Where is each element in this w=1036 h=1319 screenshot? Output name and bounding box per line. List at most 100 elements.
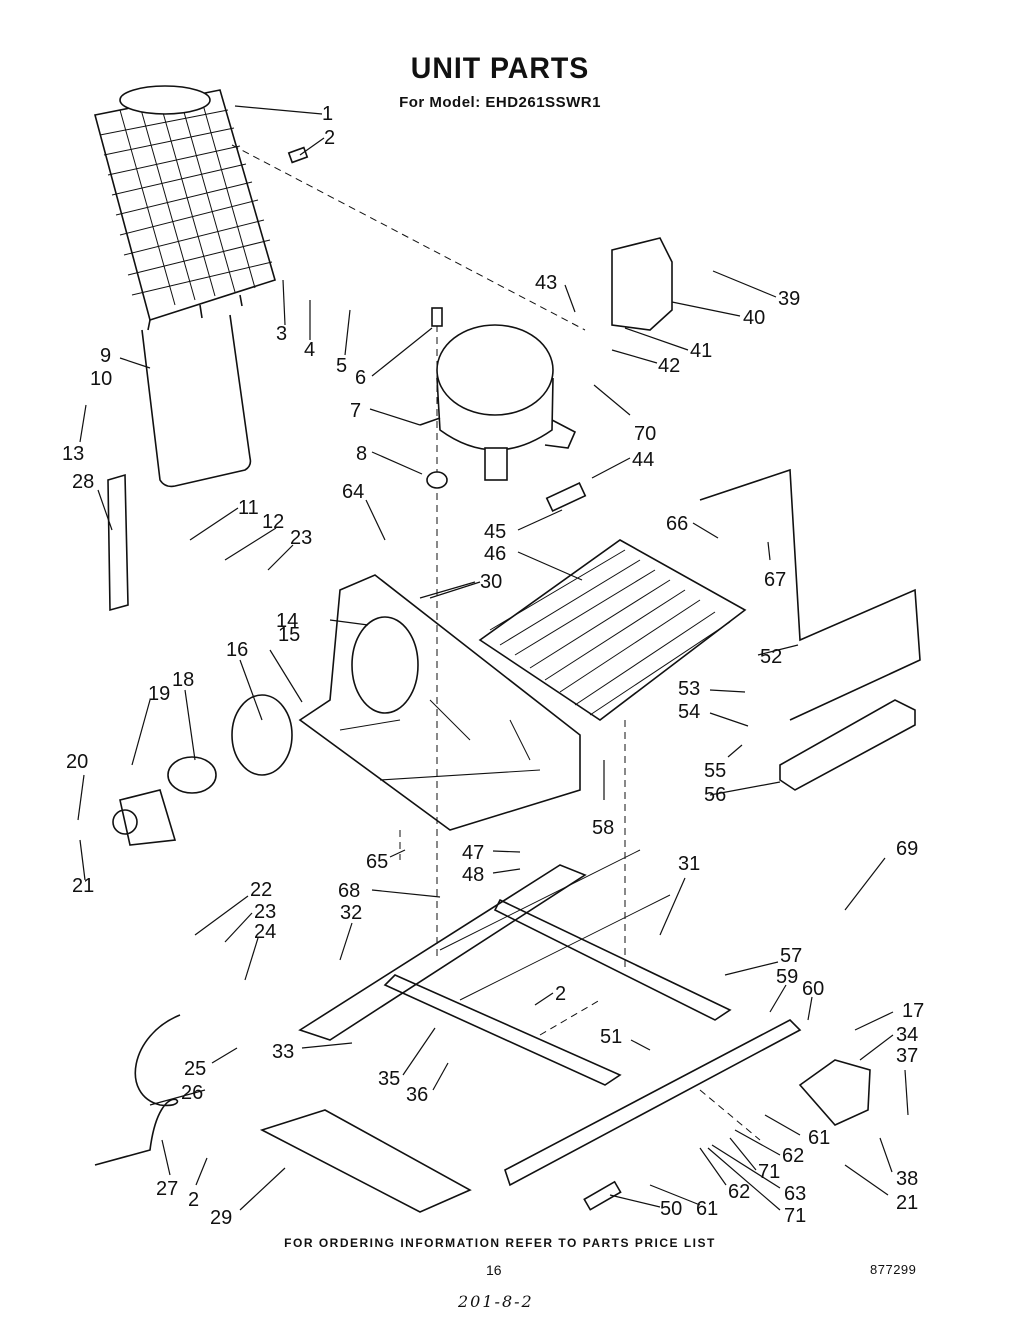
callout-30: 30 xyxy=(480,571,502,593)
callout-48: 48 xyxy=(462,864,484,886)
callout-5: 5 xyxy=(336,355,347,377)
callout-21: 21 xyxy=(896,1192,918,1214)
callout-36: 36 xyxy=(406,1084,428,1106)
drain-trough-drawing xyxy=(779,699,916,791)
callout-26: 26 xyxy=(181,1082,203,1104)
callout-17: 17 xyxy=(902,1000,924,1022)
compressor-drawing xyxy=(419,324,577,481)
bracket-drawing xyxy=(107,473,129,612)
callout-55: 55 xyxy=(704,760,726,782)
water-valve-drawing xyxy=(798,1059,871,1126)
callout-34: 34 xyxy=(896,1024,918,1046)
callout-47: 47 xyxy=(462,842,484,864)
callout-63: 63 xyxy=(784,1183,806,1205)
callout-71: 71 xyxy=(784,1205,806,1227)
callout-57: 57 xyxy=(780,945,802,967)
callout-35: 35 xyxy=(378,1068,400,1090)
callout-leader-lines xyxy=(77,105,909,1211)
callout-20: 20 xyxy=(66,751,88,773)
callout-43: 43 xyxy=(535,272,557,294)
tube-drawing xyxy=(699,468,921,721)
handwritten-note: 201-8-2 xyxy=(458,1292,534,1311)
callout-66: 66 xyxy=(666,513,688,535)
callout-67: 67 xyxy=(764,569,786,591)
callout-2: 2 xyxy=(555,983,566,1005)
callout-52: 52 xyxy=(760,646,782,668)
callout-60: 60 xyxy=(802,978,824,1000)
callout-71: 71 xyxy=(758,1161,780,1183)
callout-13: 13 xyxy=(62,443,84,465)
callout-16: 16 xyxy=(226,639,248,661)
callout-32: 32 xyxy=(340,902,362,924)
base-frame-drawing xyxy=(298,849,802,1187)
callout-28: 28 xyxy=(72,471,94,493)
callout-3: 3 xyxy=(276,323,287,345)
callout-61: 61 xyxy=(808,1127,830,1149)
model-subtitle: For Model: EHD261SSWR1 xyxy=(399,94,601,111)
callout-61: 61 xyxy=(696,1198,718,1220)
callout-9: 9 xyxy=(100,345,111,367)
power-cord-drawing xyxy=(94,1014,181,1166)
callout-44: 44 xyxy=(632,449,654,471)
document-number: 877299 xyxy=(870,1262,917,1277)
callout-56: 56 xyxy=(704,784,726,806)
callout-27: 27 xyxy=(156,1178,178,1200)
callout-1: 1 xyxy=(322,103,333,125)
callout-22: 22 xyxy=(250,879,272,901)
callout-69: 69 xyxy=(896,838,918,860)
condenser-coil-drawing xyxy=(94,85,276,331)
callout-21: 21 xyxy=(72,875,94,897)
callout-68: 68 xyxy=(338,880,360,902)
callout-29: 29 xyxy=(210,1207,232,1229)
fan-shroud-drawing xyxy=(298,574,581,831)
drain-pan-drawing xyxy=(259,1109,472,1213)
callout-39: 39 xyxy=(778,288,800,310)
callout-70: 70 xyxy=(634,423,656,445)
callout-14: 14 xyxy=(276,610,298,632)
callout-23: 23 xyxy=(254,901,276,923)
callout-42: 42 xyxy=(658,355,680,377)
callout-4: 4 xyxy=(304,339,315,361)
callout-23: 23 xyxy=(290,527,312,549)
callout-24: 24 xyxy=(254,921,276,943)
callout-54: 54 xyxy=(678,701,700,723)
callout-64: 64 xyxy=(342,481,364,503)
callout-45: 45 xyxy=(484,521,506,543)
callout-8: 8 xyxy=(356,443,367,465)
ordering-footer: FOR ORDERING INFORMATION REFER TO PARTS … xyxy=(284,1236,716,1250)
callout-2: 2 xyxy=(188,1189,199,1211)
callout-11: 11 xyxy=(238,497,259,519)
fan-motor-drawing xyxy=(112,694,293,846)
callout-40: 40 xyxy=(743,307,765,329)
evaporator-coil-drawing xyxy=(478,539,747,721)
callout-62: 62 xyxy=(782,1145,804,1167)
callout-65: 65 xyxy=(366,851,388,873)
callout-6: 6 xyxy=(355,367,366,389)
page-title: UNIT PARTS xyxy=(410,52,590,85)
drain-loop-drawing xyxy=(141,314,252,488)
callout-62: 62 xyxy=(728,1181,750,1203)
callout-31: 31 xyxy=(678,853,700,875)
callout-53: 53 xyxy=(678,678,700,700)
callout-58: 58 xyxy=(592,817,614,839)
callout-15: 15 xyxy=(278,624,300,646)
callout-50: 50 xyxy=(660,1198,682,1220)
callout-18: 18 xyxy=(172,669,194,691)
callout-25: 25 xyxy=(184,1058,206,1080)
relay-cover-drawing xyxy=(611,237,673,331)
callout-41: 41 xyxy=(690,340,712,362)
page-number: 16 xyxy=(486,1262,502,1278)
callout-7: 7 xyxy=(350,400,361,422)
callout-51: 51 xyxy=(600,1026,622,1048)
callout-10: 10 xyxy=(90,368,112,390)
callout-33: 33 xyxy=(272,1041,294,1063)
callout-46: 46 xyxy=(484,543,506,565)
callout-38: 38 xyxy=(896,1168,918,1190)
callout-59: 59 xyxy=(776,966,798,988)
part-drawings xyxy=(94,85,921,1213)
callout-2: 2 xyxy=(324,127,335,149)
callout-37: 37 xyxy=(896,1045,918,1067)
